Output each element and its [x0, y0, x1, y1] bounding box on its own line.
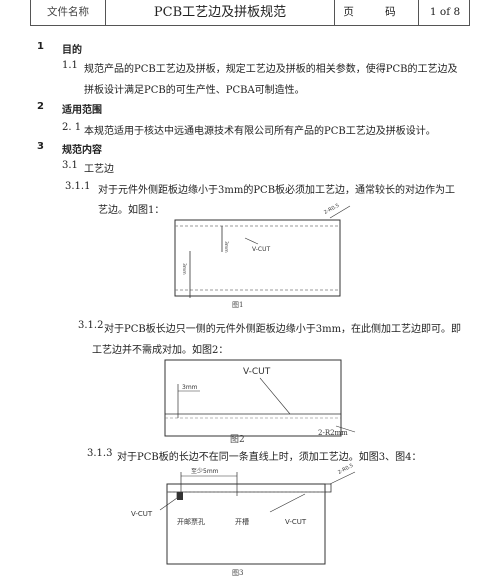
doc-title: PCB工艺边及拼板规范: [106, 0, 335, 25]
section-3-1-1-line1: 对于元件外侧距板边缘小于3mm的PCB板必须加工艺边，通常较长的对边作为工: [98, 185, 456, 196]
doc-name-label: 文件名称: [31, 0, 106, 25]
page-value: 1 of 8: [429, 6, 461, 18]
page-label: 页 码: [335, 0, 419, 25]
section-3-1-2-number: 3.1.2: [78, 320, 104, 331]
figure-1-diagram: V-CUT 3mm 3mm 2-R0.5: [174, 203, 351, 298]
section-1-title: 目的: [62, 45, 82, 56]
fig3-min-label: 至少5mm: [191, 468, 219, 475]
figure-2-diagram: V-CUT 3mm: [164, 359, 356, 437]
fig2-vcut-label: V-CUT: [243, 367, 271, 377]
section-3-number: 3: [37, 141, 44, 152]
section-1-1-line2: 拼板设计满足PCB的可生产性、PCBA可制造性。: [84, 85, 305, 96]
figure-1-caption: 图1: [232, 301, 244, 309]
section-3-1-title: 工艺边: [84, 164, 114, 175]
section-1-1-number: 1.1: [62, 60, 78, 71]
section-3-1-3-number: 3.1.3: [87, 448, 113, 459]
fig3-vcut-left-label: V-CUT: [131, 510, 153, 518]
section-3-1-2-line1: 对于PCB板长边只一侧的元件外侧距板边缘小于3mm，在此侧加工艺边即可。即: [104, 324, 462, 335]
section-1-number: 1: [37, 41, 44, 52]
section-2-title: 适用范围: [62, 105, 102, 116]
section-2-1-number: 2. 1: [62, 122, 82, 133]
section-2-1-line1: 本规范适用于核达中远通电源技术有限公司所有产品的PCB工艺边及拼板设计。: [84, 126, 436, 137]
section-3-1-1-line2: 艺边。如图1：: [98, 205, 165, 216]
fig3-vcut-right-label: V-CUT: [285, 518, 307, 526]
figure-3-caption: 图3: [232, 569, 244, 577]
document-header-table: 文件名称 PCB工艺边及拼板规范 页 码 1 of 8: [30, 0, 470, 26]
fig2-corner-label: 2-R2mm: [318, 429, 348, 437]
section-2-number: 2: [37, 101, 44, 112]
section-3-title: 规范内容: [62, 145, 102, 156]
fig3-slot-label: 开槽: [235, 517, 249, 526]
fig3-hole-label: 开邮票孔: [177, 517, 205, 526]
fig1-dim1-label: 3mm: [223, 241, 229, 253]
section-3-1-2-line2: 工艺边并不需成对加。如图2：: [92, 345, 229, 356]
section-1-1-line1: 规范产品的PCB工艺边及拼板，规定工艺边及拼板的相关参数，使得PCB的工艺边及: [84, 64, 458, 75]
fig1-dim2-label: 3mm: [181, 263, 187, 275]
figure-3-diagram: 至少5mm V-CUT 开邮票孔 开槽 V-CUT 2-R0.5: [131, 463, 356, 565]
section-3-1-number: 3.1: [62, 160, 78, 171]
section-3-1-1-number: 3.1.1: [65, 181, 91, 192]
section-3-1-3-line1: 对于PCB板的长边不在同一条直线上时，须加工艺边。如图3、图4：: [117, 452, 422, 463]
fig2-dim-label: 3mm: [182, 384, 198, 391]
fig1-corner-label: 2-R0.5: [323, 203, 340, 216]
figure-2-caption: 图2: [230, 435, 245, 445]
fig1-vcut-label: V-CUT: [252, 246, 270, 253]
